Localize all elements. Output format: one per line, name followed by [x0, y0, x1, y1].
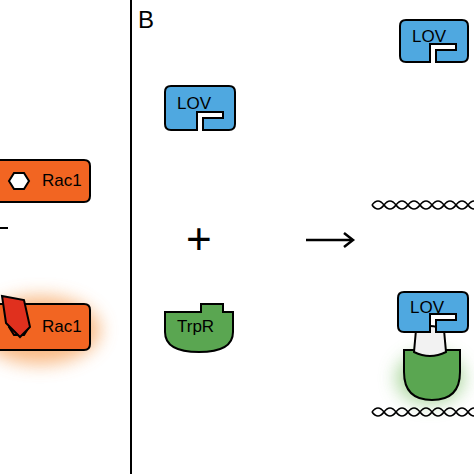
plus-sign: + — [186, 214, 212, 264]
rac1-protein: Rac1 — [0, 158, 92, 204]
lov-domain: LOV — [163, 84, 237, 132]
protein-label: Rac1 — [42, 171, 82, 191]
protein-label: LOV — [177, 94, 211, 114]
rac1-protein: Rac1 — [0, 302, 92, 352]
protein-label: LOV — [410, 298, 444, 318]
protein-label: TrpR — [177, 317, 214, 337]
reaction-arrow — [0, 227, 8, 229]
trpr-bound — [404, 350, 460, 400]
protein-label: LOV — [412, 27, 446, 47]
reaction-arrow — [306, 239, 352, 242]
panel-divider — [130, 0, 132, 474]
dna-helix — [372, 201, 474, 209]
panel-letter: B — [138, 6, 154, 34]
trpr-protein: TrpR — [163, 300, 235, 354]
activation-glow — [0, 296, 100, 364]
dna-helix — [372, 408, 474, 416]
lov-domain: LOV — [398, 18, 470, 64]
lov-domain: LOV — [396, 290, 470, 334]
arrow-head — [344, 233, 353, 247]
protein-label: Rac1 — [42, 317, 82, 337]
